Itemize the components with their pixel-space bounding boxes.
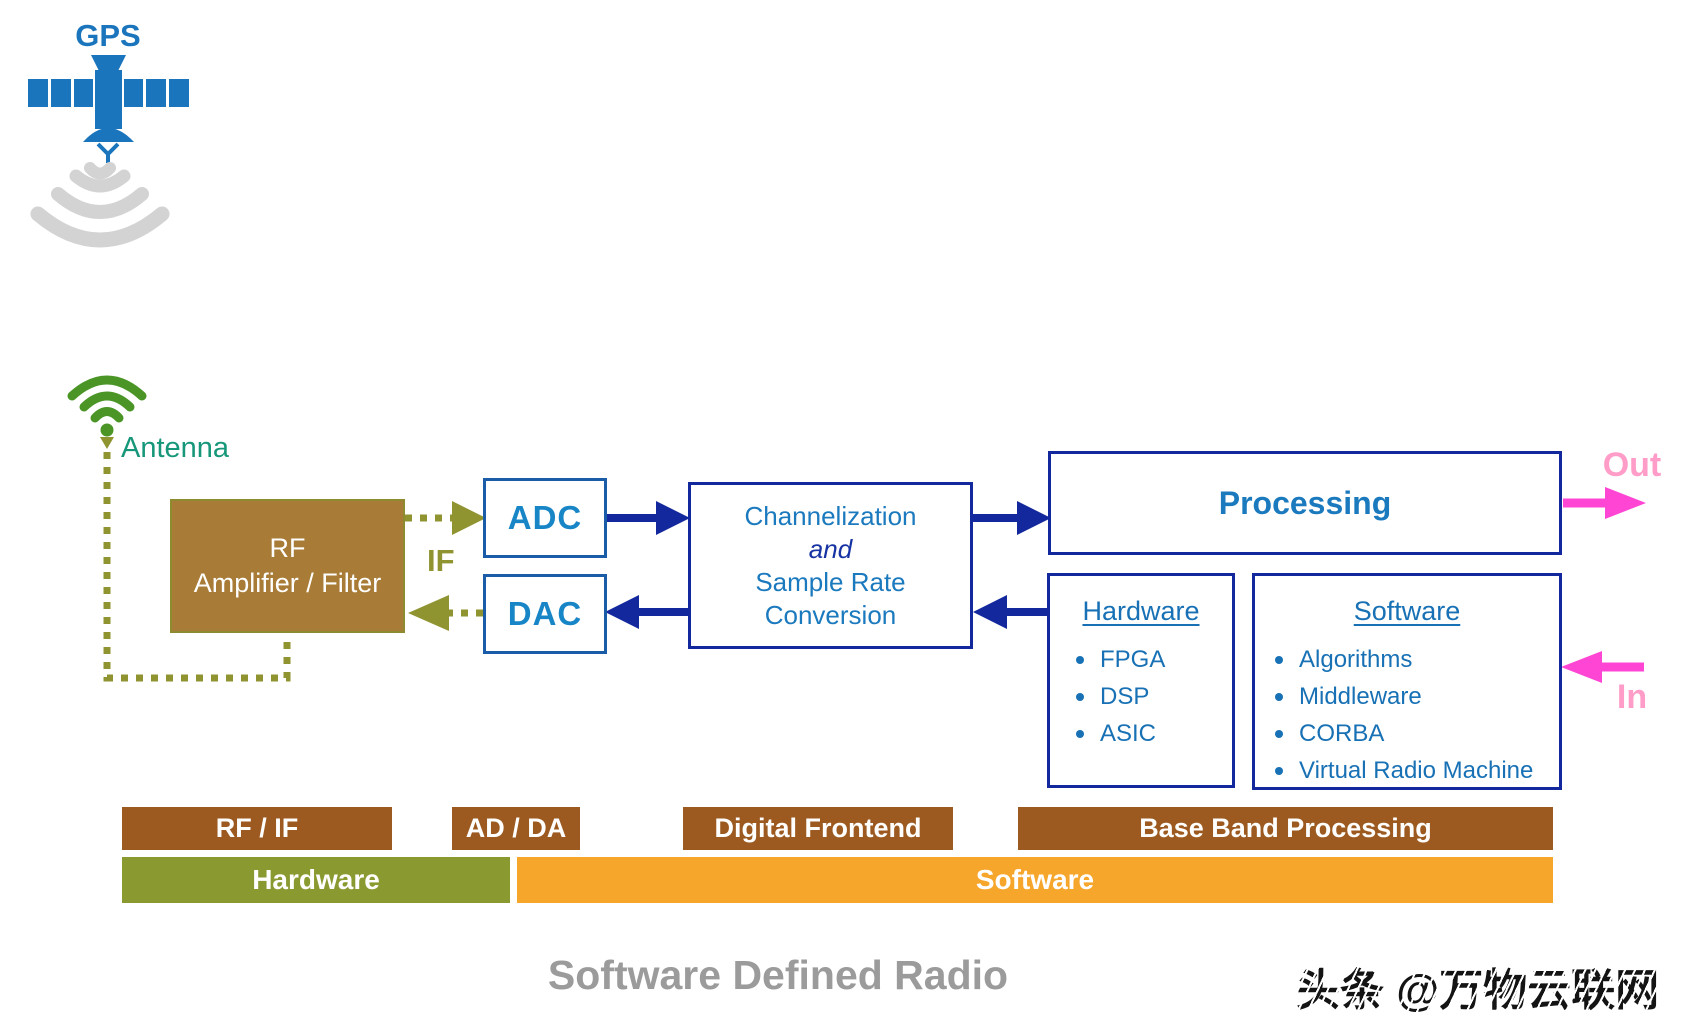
out-label: Out (1602, 446, 1662, 484)
adc-label: ADC (507, 499, 583, 536)
diagram-title: Software Defined Radio (547, 952, 1009, 998)
bullet-icon (1076, 656, 1084, 664)
arrow-processing-out (1563, 487, 1646, 519)
layer-bar-base-band-processing: Base Band Processing (1018, 807, 1553, 850)
if-label: IF (427, 543, 455, 578)
list-item-label: Virtual Radio Machine (1299, 757, 1534, 784)
arrow-channelization-to-processing (973, 501, 1051, 535)
in-label: In (1616, 678, 1648, 716)
list-item-label: Middleware (1299, 683, 1422, 710)
list-item: Middleware (1275, 683, 1559, 711)
antenna-label: Antenna (121, 432, 230, 464)
bullet-icon (1076, 730, 1084, 738)
bullet-icon (1076, 693, 1084, 701)
arrow-adc-to-channelization (607, 501, 690, 535)
list-item-label: Algorithms (1299, 646, 1413, 673)
if-arrow-dac-to-rf (408, 595, 483, 631)
antenna-feed-line (100, 437, 291, 682)
processing-label: Processing (1218, 484, 1392, 521)
gps-signal-waves-icon (30, 162, 170, 248)
channelization-line1: Channelization (744, 500, 917, 531)
gps-satellite-icon (28, 55, 189, 163)
hardware-panel-title: Hardware (1082, 596, 1200, 626)
software-panel-title: Software (1353, 596, 1461, 626)
if-arrow-rf-to-adc (405, 501, 486, 535)
processing-box: Processing (1048, 451, 1562, 555)
rf-box-line2: Amplifier / Filter (193, 568, 382, 598)
software-panel: Software Algorithms Middleware CORBA Vir… (1252, 573, 1562, 790)
hardware-panel-list: FPGA DSP ASIC (1050, 646, 1232, 748)
software-domain-bar: Software (517, 857, 1553, 903)
channelization-box: Channelization and Sample Rate Conversio… (688, 482, 973, 649)
list-item: CORBA (1275, 720, 1559, 748)
dac-box: DAC (483, 574, 607, 654)
bullet-icon (1275, 693, 1283, 701)
layer-bar-digital-frontend: Digital Frontend (683, 807, 953, 850)
list-item-label: FPGA (1100, 646, 1166, 673)
list-item: Algorithms (1275, 646, 1559, 674)
channelization-line4: Conversion (764, 599, 897, 630)
arrow-channelization-to-dac (605, 595, 688, 629)
channelization-line3: Sample Rate (755, 566, 906, 597)
arrow-hardware-to-channelization (973, 595, 1047, 629)
list-item: Virtual Radio Machine (1275, 757, 1559, 785)
hardware-panel: Hardware FPGA DSP ASIC (1047, 573, 1235, 788)
channelization-line2: and (808, 533, 853, 564)
list-item: ASIC (1076, 720, 1232, 748)
rf-box-line1: RF (269, 533, 306, 563)
hardware-domain-bar: Hardware (122, 857, 510, 903)
list-item: FPGA (1076, 646, 1232, 674)
list-item-label: ASIC (1100, 720, 1157, 747)
bullet-icon (1275, 656, 1283, 664)
arrow-in-to-software (1561, 651, 1644, 683)
dac-label: DAC (507, 595, 583, 632)
rf-amplifier-filter-box: RF Amplifier / Filter (170, 499, 405, 633)
list-item-label: DSP (1100, 683, 1150, 710)
list-item: DSP (1076, 683, 1232, 711)
antenna-icon (67, 375, 147, 437)
layer-bar-ad-da: AD / DA (452, 807, 580, 850)
watermark: 头条 @万物云联网 (1296, 954, 1659, 1018)
bullet-icon (1275, 730, 1283, 738)
list-item-label: CORBA (1299, 720, 1385, 747)
adc-box: ADC (483, 478, 607, 558)
gps-label: GPS (75, 18, 141, 53)
software-panel-list: Algorithms Middleware CORBA Virtual Radi… (1255, 646, 1559, 785)
layer-bar-rf-if: RF / IF (122, 807, 392, 850)
bullet-icon (1275, 767, 1283, 775)
